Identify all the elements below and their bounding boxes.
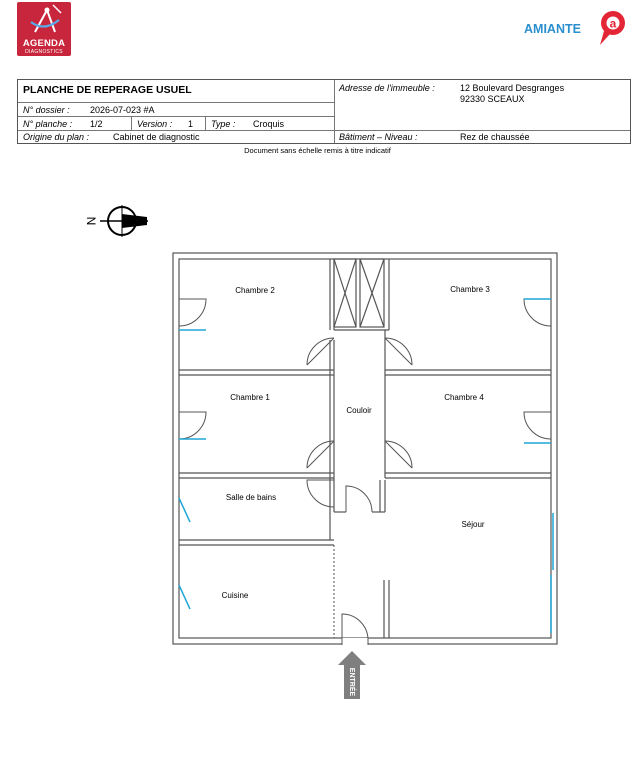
batiment-value: Rez de chaussée <box>460 132 530 142</box>
logo-subtext: DIAGNOSTICS <box>25 49 63 55</box>
origine-label: Origine du plan : <box>23 132 90 142</box>
dossier-value: 2026-07-023 #A <box>90 105 155 115</box>
room-chambre-1: Chambre 1 <box>230 393 270 402</box>
room-chambre-2: Chambre 2 <box>235 286 275 295</box>
planche-label: N° planche : <box>23 119 73 129</box>
type-value: Croquis <box>253 119 285 129</box>
room-couloir: Couloir <box>346 406 372 415</box>
origine-value: Cabinet de diagnostic <box>113 132 200 142</box>
dossier-label: N° dossier : <box>23 105 70 115</box>
adresse-line1: 12 Boulevard Desgranges <box>460 83 565 93</box>
version-label: Version : <box>137 119 173 129</box>
header-table: PLANCHE DE REPERAGE USUEL N° dossier : 2… <box>17 79 631 144</box>
room-chambre-4: Chambre 4 <box>444 393 484 402</box>
type-label: Type : <box>211 119 236 129</box>
plan-title: PLANCHE DE REPERAGE USUEL <box>23 84 192 96</box>
room-salle-de-bains: Salle de bains <box>226 493 276 502</box>
room-chambre-3: Chambre 3 <box>450 285 490 294</box>
north-label: N <box>84 217 98 226</box>
agenda-diagnostics-logo: AGENDA DIAGNOSTICS <box>17 2 71 56</box>
north-arrow-icon <box>100 205 148 237</box>
adresse-label: Adresse de l'immeuble : <box>339 83 435 93</box>
logo-text: AGENDA <box>22 38 66 49</box>
planche-value: 1/2 <box>90 119 103 129</box>
compass-logo-icon <box>30 4 62 33</box>
room-cuisine: Cuisine <box>222 591 249 600</box>
scale-note: Document sans échelle remis à titre indi… <box>244 146 391 155</box>
version-value: 1 <box>188 119 194 129</box>
room-sejour: Séjour <box>461 520 484 529</box>
entrance-arrow-icon: ENTRÉE <box>338 651 366 699</box>
svg-text:a: a <box>610 17 617 31</box>
entrance-label: ENTRÉE <box>348 668 357 697</box>
batiment-label: Bâtiment – Niveau : <box>339 132 418 142</box>
section-title: AMIANTE <box>524 22 581 36</box>
inner-wall <box>178 258 552 639</box>
adresse-line2: 92330 SCEAUX <box>460 94 525 104</box>
amiante-a-badge-icon: a <box>600 11 625 45</box>
